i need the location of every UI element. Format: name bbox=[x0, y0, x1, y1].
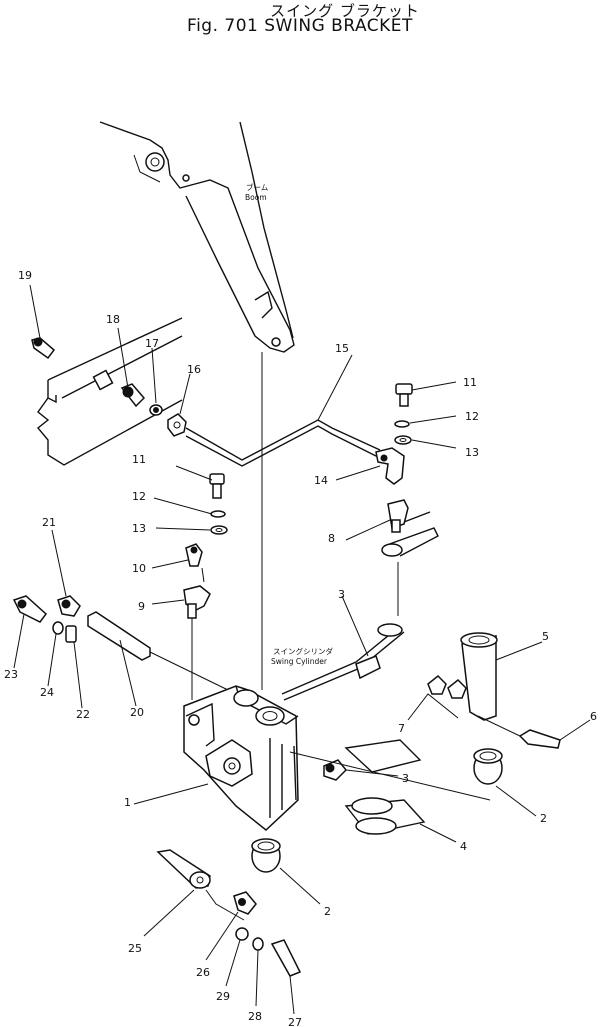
part-17-nut bbox=[149, 347, 163, 416]
cylinder-label: Swing Cylinder bbox=[271, 657, 328, 666]
callout-18: 18 bbox=[106, 313, 120, 326]
callout-23: 23 bbox=[4, 668, 18, 681]
callout-2-right: 2 bbox=[540, 812, 547, 825]
boom-label: Boom bbox=[245, 193, 267, 202]
callout-6: 6 bbox=[590, 710, 597, 723]
callout-12-right: 12 bbox=[465, 410, 479, 423]
right-bolt-stack bbox=[394, 381, 457, 449]
part-2-bushing-upper bbox=[289, 748, 537, 817]
figure-title-japanese: スイング ブラケット bbox=[270, 2, 420, 20]
part-21-fitting bbox=[51, 529, 81, 617]
part-27-bolt bbox=[270, 939, 302, 1015]
part-10-fitting bbox=[151, 543, 205, 583]
callout-7: 7 bbox=[398, 722, 405, 735]
callout-labels: 19 18 17 16 15 11 12 13 14 11 12 13 8 10… bbox=[4, 269, 597, 1027]
callout-3-upper: 3 bbox=[338, 588, 345, 601]
cylinder-rod-bracket bbox=[381, 511, 439, 616]
callout-29: 29 bbox=[216, 990, 230, 1003]
callout-27: 27 bbox=[288, 1016, 302, 1027]
part-7-nuts bbox=[407, 674, 467, 721]
part-1-swing-bracket bbox=[133, 685, 299, 831]
part-24-washer bbox=[47, 621, 64, 687]
callout-10: 10 bbox=[132, 562, 146, 575]
part-6-bolt bbox=[477, 715, 591, 749]
callout-28: 28 bbox=[248, 1010, 262, 1023]
callout-9: 9 bbox=[138, 600, 145, 613]
part-16-nut bbox=[167, 373, 191, 437]
part-20-shaft bbox=[87, 611, 229, 707]
callout-12-left: 12 bbox=[132, 490, 146, 503]
callout-13-right: 13 bbox=[465, 446, 479, 459]
callout-21: 21 bbox=[42, 516, 56, 529]
part-23-bolt bbox=[12, 595, 48, 669]
part-14-elbow bbox=[335, 447, 405, 485]
callout-19: 19 bbox=[18, 269, 32, 282]
callout-2-lower: 2 bbox=[324, 905, 331, 918]
callout-13-left: 13 bbox=[132, 522, 146, 535]
part-15-pipe bbox=[185, 354, 381, 467]
callout-20: 20 bbox=[130, 706, 144, 719]
callout-16: 16 bbox=[187, 363, 201, 376]
left-mount-plate bbox=[37, 317, 183, 466]
callout-4: 4 bbox=[460, 840, 467, 853]
part-26-fitting bbox=[205, 891, 257, 961]
callout-1: 1 bbox=[124, 796, 131, 809]
callout-25: 25 bbox=[128, 942, 142, 955]
part-29-washer bbox=[225, 927, 249, 987]
swing-cylinder bbox=[281, 595, 405, 701]
boom-arm bbox=[99, 121, 295, 353]
callout-22: 22 bbox=[76, 708, 90, 721]
part-19-fitting bbox=[29, 284, 56, 360]
part-9-fitting bbox=[151, 585, 211, 700]
part-28-washer bbox=[252, 937, 264, 1007]
left-bolt-stack bbox=[153, 465, 228, 535]
part-5-sleeve bbox=[460, 632, 543, 721]
callout-24: 24 bbox=[40, 686, 54, 699]
callout-8: 8 bbox=[328, 532, 335, 545]
figure-title: Fig. 701 SWING BRACKET bbox=[187, 16, 413, 36]
cylinder-label-jp: スイングシリンダ bbox=[273, 646, 333, 656]
callout-26: 26 bbox=[196, 966, 210, 979]
part-18-fitting bbox=[117, 327, 146, 408]
callout-5: 5 bbox=[542, 630, 549, 643]
part-25-pin bbox=[143, 849, 245, 937]
part-4-shims bbox=[344, 739, 457, 843]
callout-15: 15 bbox=[335, 342, 349, 355]
part-22-pin bbox=[65, 625, 83, 709]
part-3-fitting bbox=[323, 759, 399, 781]
boom-label-jp: ブーム bbox=[246, 182, 268, 192]
part-2-bushing-lower bbox=[251, 838, 321, 905]
callout-14: 14 bbox=[314, 474, 328, 487]
callout-11-left: 11 bbox=[132, 453, 146, 466]
callout-11-right: 11 bbox=[463, 376, 477, 389]
part-8-fitting bbox=[345, 499, 409, 541]
callout-17: 17 bbox=[145, 337, 159, 350]
callout-3-lower: 3 bbox=[402, 772, 409, 785]
